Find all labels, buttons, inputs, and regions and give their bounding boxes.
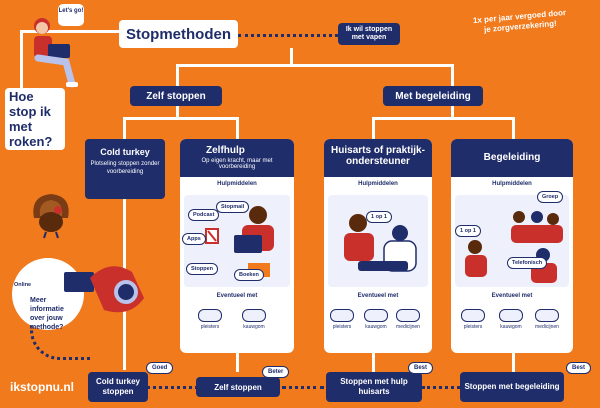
- aid-one-on-one: 1 op 1: [366, 211, 392, 223]
- branch-self-button[interactable]: Zelf stoppen: [130, 86, 222, 106]
- aid-one-on-one: 1 op 1: [455, 225, 481, 237]
- aid-group: Groep: [537, 191, 564, 203]
- rating-badge: Goed: [146, 362, 174, 374]
- zelfhulp-card[interactable]: Zelfhulp Op eigen kracht, maar met voorb…: [180, 139, 294, 353]
- aid-stopmail: Stopmail: [216, 201, 250, 213]
- huisarts-card[interactable]: Huisarts of praktijk-ondersteuner Hulpmi…: [324, 139, 432, 353]
- connector: [176, 64, 179, 86]
- zelfhulp-subtitle: Op eigen kracht, maar met voorbereiding: [201, 158, 273, 170]
- aid-kauwgom: kauwgom: [364, 309, 388, 330]
- dotted-connector: [238, 34, 338, 37]
- dotted-connector: [282, 386, 324, 389]
- begeleiding-aids-label: Hulpmiddelen: [492, 181, 532, 187]
- reimbursement-note: 1x per jaar vergoed door je zorgverzeker…: [472, 7, 567, 35]
- question-box: Hoe stop ik met roken?: [5, 88, 65, 150]
- connector: [372, 117, 375, 139]
- connector: [236, 352, 239, 372]
- aid-podcast: Podcast: [188, 209, 220, 221]
- connector: [123, 117, 126, 139]
- connector: [176, 64, 453, 67]
- aid-boeken: Boeken: [234, 269, 264, 281]
- laptop-user-illustration: [60, 258, 150, 330]
- begeleiding-title: Begeleiding: [451, 139, 573, 177]
- outcome-doctor[interactable]: Stoppen met hulp huisarts: [326, 372, 422, 402]
- aid-kauwgom: kauwgom: [242, 309, 266, 330]
- connector: [372, 352, 375, 372]
- huisarts-aids-label: Hulpmiddelen: [358, 181, 398, 187]
- rating-badge: Best: [566, 362, 592, 374]
- cold-turkey-title: Cold turkey: [100, 147, 150, 157]
- cold-turkey-card[interactable]: Cold turkey Plotseling stoppen zonder vo…: [85, 139, 165, 199]
- huisarts-title: Huisarts of praktijk-ondersteuner: [324, 139, 432, 177]
- connector: [512, 117, 515, 139]
- rating-badge: Beter: [262, 366, 290, 378]
- dotted-curve: [30, 322, 90, 360]
- zelfhulp-title: Zelfhulp: [206, 145, 245, 156]
- aid-apps: Apps: [182, 233, 206, 245]
- turkey-icon: [26, 188, 76, 240]
- aid-phone: Telefonisch: [507, 257, 548, 269]
- more-info-text: Meer informatie over jouw methode?: [30, 297, 64, 331]
- connector: [236, 117, 239, 139]
- huisarts-optional-label: Eventueel met: [357, 293, 399, 299]
- outcome-guidance[interactable]: Stoppen met begeleiding: [460, 372, 564, 402]
- cold-turkey-subtitle: Plotseling stoppen zonder voorbereiding: [90, 161, 160, 175]
- begeleiding-card[interactable]: Begeleiding Hulpmiddelen Groep 1 op 1 Te…: [451, 139, 573, 353]
- connector: [20, 30, 120, 33]
- connector: [512, 352, 515, 372]
- outcome-cold-turkey[interactable]: Cold turkey stoppen: [88, 372, 148, 402]
- connector: [372, 117, 515, 120]
- lets-go-bubble: Let's go!: [58, 4, 84, 26]
- dotted-connector: [140, 386, 198, 389]
- dotted-connector: [422, 386, 460, 389]
- aid-stoppen: Stoppen: [186, 263, 218, 275]
- outcome-self[interactable]: Zelf stoppen: [196, 377, 280, 397]
- vape-link-button[interactable]: Ik wil stoppen met vapen: [338, 23, 400, 45]
- doctor-consult-illustration: [328, 195, 428, 287]
- guidance-illustration: [455, 195, 569, 287]
- aid-pleisters: pleisters: [330, 309, 354, 330]
- aid-pleisters: pleisters: [461, 309, 485, 330]
- begeleiding-optional-label: Eventueel met: [491, 293, 533, 299]
- site-logo[interactable]: ikstopnu.nl: [10, 380, 74, 394]
- connector: [20, 30, 23, 90]
- online-info-circle[interactable]: [12, 258, 84, 330]
- connector: [176, 104, 179, 118]
- zelfhulp-aids-label: Hulpmiddelen: [217, 181, 257, 187]
- page-title: Stopmethoden: [119, 20, 238, 48]
- online-label: Online: [14, 282, 32, 288]
- rating-badge: Best: [408, 362, 434, 374]
- person-laptop-illustration: [26, 12, 86, 92]
- connector: [123, 117, 239, 120]
- aid-medicijnen: medicijnen: [396, 309, 420, 330]
- zelfhulp-optional-label: Eventueel met: [216, 293, 258, 299]
- connector: [451, 104, 454, 118]
- aid-medicijnen: medicijnen: [535, 309, 559, 330]
- connector: [290, 48, 293, 66]
- aid-kauwgom: kauwgom: [499, 309, 523, 330]
- branch-guided-button[interactable]: Met begeleiding: [383, 86, 483, 106]
- aid-pleisters: pleisters: [198, 309, 222, 330]
- connector: [451, 64, 454, 86]
